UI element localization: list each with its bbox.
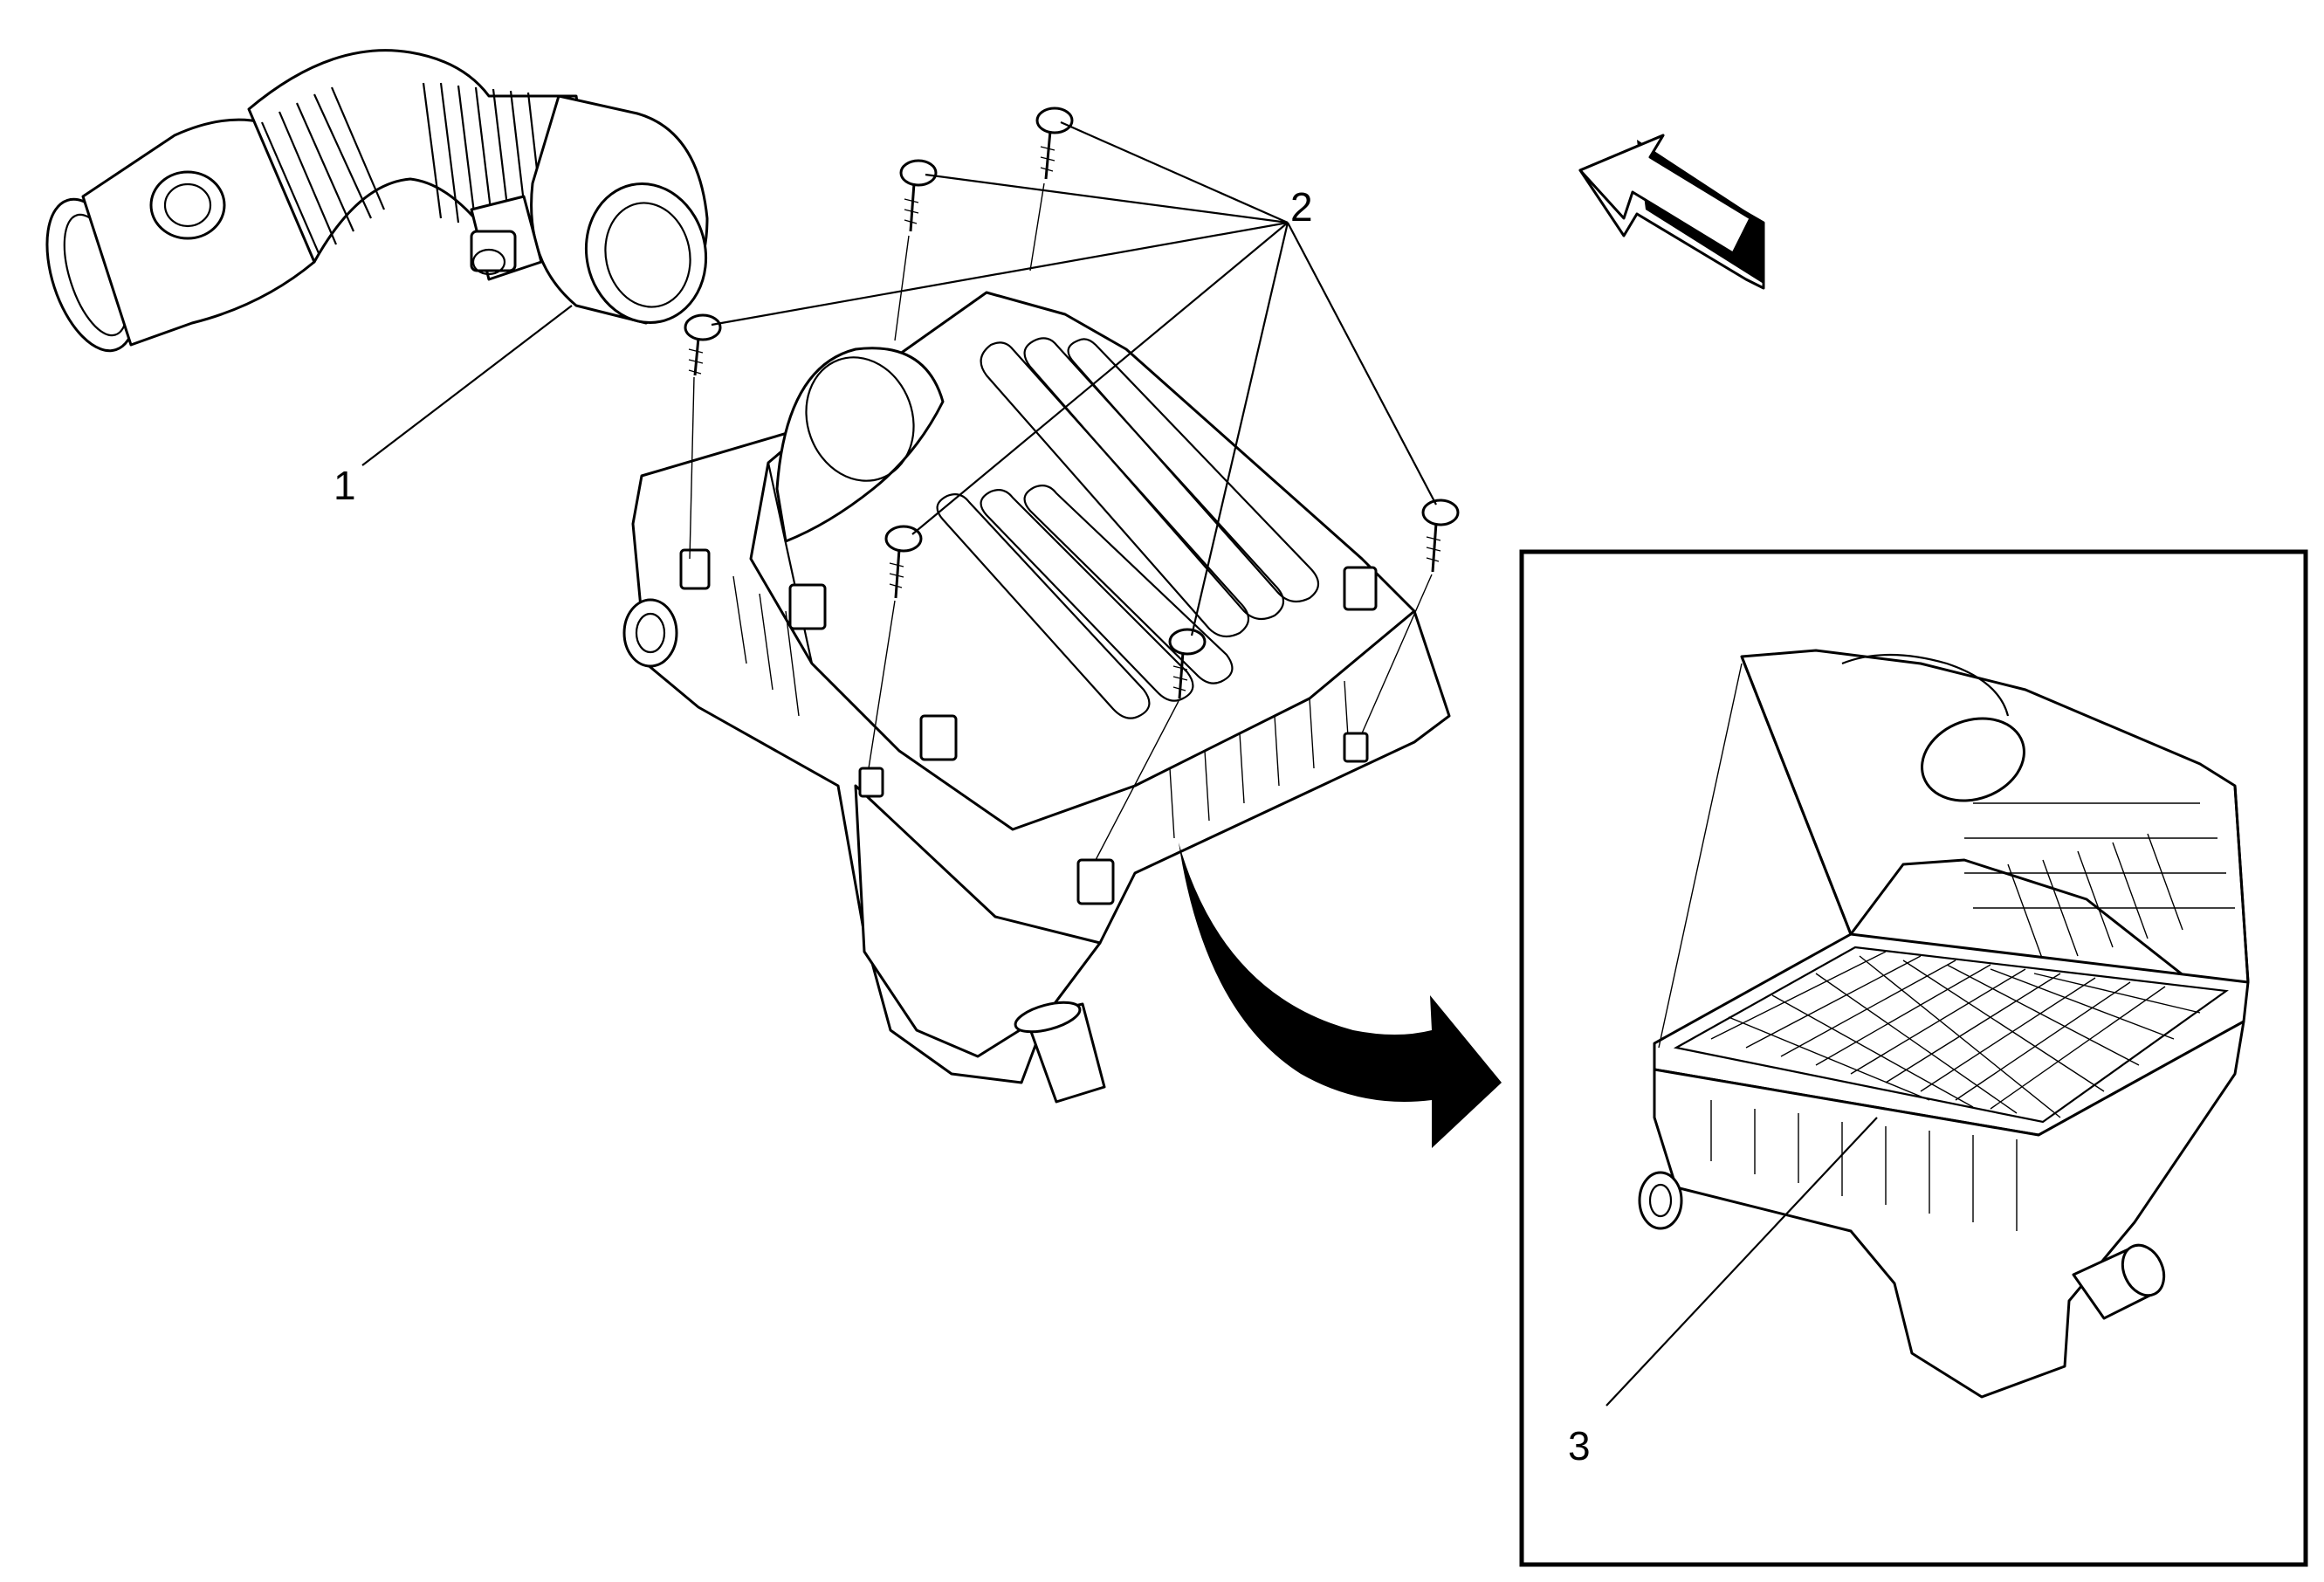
detail-inset xyxy=(1519,549,2308,1567)
air-cleaner-housing xyxy=(622,291,1451,1104)
callout-2: 2 xyxy=(1290,184,1313,230)
screw xyxy=(899,159,938,232)
callout-3: 3 xyxy=(1568,1423,1591,1469)
leader-lines xyxy=(361,120,1878,1407)
callout-1: 1 xyxy=(333,463,356,508)
screw xyxy=(1168,628,1207,699)
curved-detail-arrow xyxy=(1179,843,1502,1148)
screw xyxy=(1035,107,1074,180)
screw xyxy=(1421,499,1460,573)
screws xyxy=(684,107,1460,861)
intake-air-duct xyxy=(45,49,709,353)
screw xyxy=(884,525,923,599)
screw xyxy=(684,313,722,376)
front-direction-arrow xyxy=(1578,134,1765,290)
